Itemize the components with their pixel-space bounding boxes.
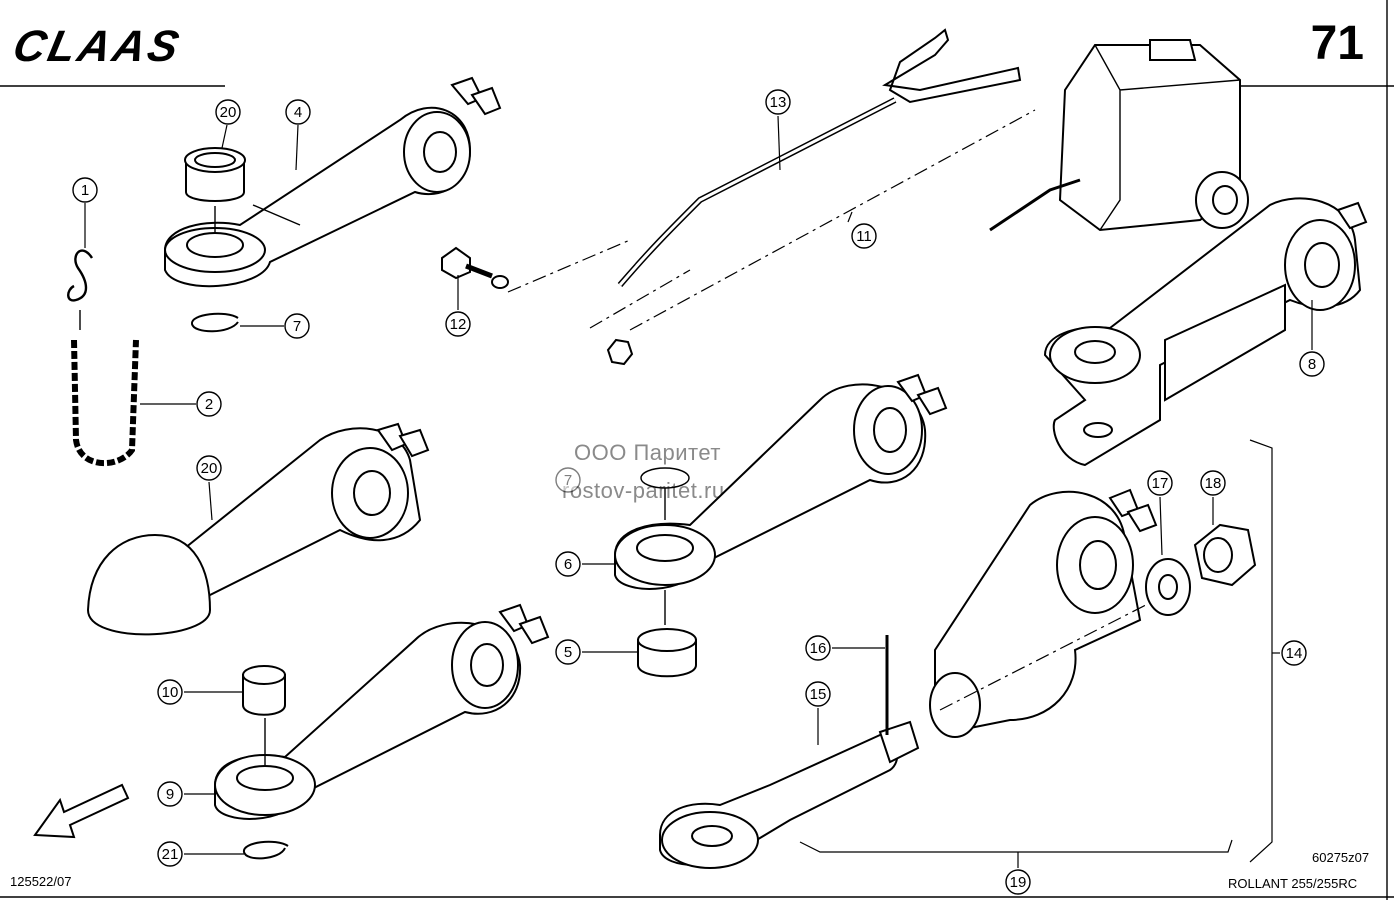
callout-13: 13: [765, 89, 791, 115]
svg-text:15: 15: [810, 686, 827, 703]
svg-text:21: 21: [162, 846, 179, 863]
callout-12: 12: [445, 311, 471, 337]
svg-text:11: 11: [856, 228, 872, 245]
svg-text:13: 13: [770, 94, 787, 111]
svg-text:8: 8: [1308, 356, 1316, 373]
svg-text:6: 6: [564, 556, 572, 573]
bushing-5: [637, 628, 697, 678]
svg-text:1: 1: [81, 182, 89, 199]
svg-text:14: 14: [1286, 645, 1303, 662]
callout-8: 8: [1299, 351, 1325, 377]
bushing-10: [242, 665, 286, 716]
svg-text:2: 2: [205, 396, 213, 413]
clevis-assembly-14: [929, 488, 1186, 738]
callout-18: 18: [1200, 470, 1226, 496]
callout-10: 10: [157, 679, 183, 705]
callout-7-top: 7: [284, 313, 310, 339]
drawing-code-left: 125522/07: [10, 874, 72, 889]
bracket-14: [1249, 439, 1273, 863]
watermark-company: ООО Паритет: [574, 440, 721, 465]
callout-11: 11: [851, 223, 877, 249]
retaining-ring-21: [243, 840, 289, 860]
svg-text:20: 20: [220, 104, 237, 121]
chain-2: [71, 339, 139, 466]
washer-17: [1145, 558, 1191, 616]
callout-4: 4: [285, 99, 311, 125]
tube-15: [659, 720, 920, 869]
callout-9: 9: [157, 781, 183, 807]
svg-text:18: 18: [1205, 475, 1222, 492]
callout-1: 1: [72, 177, 98, 203]
callout-20-top: 20: [215, 99, 241, 125]
nut-18: [1193, 523, 1257, 587]
callout-6: 6: [555, 551, 581, 577]
s-hook-1: [67, 249, 94, 302]
svg-text:20: 20: [201, 460, 218, 477]
drawbar-arm-6: [614, 373, 948, 625]
drawbar-arm-4: [164, 76, 502, 288]
retaining-ring-7: [191, 312, 239, 333]
leader-lines: [84, 115, 1313, 868]
direction-arrow-icon: [33, 783, 130, 839]
callout-19: 19: [1005, 869, 1031, 895]
callout-16: 16: [805, 635, 831, 661]
rod-13: [589, 28, 1036, 331]
drawbar-arm-with-cap-20: [86, 422, 430, 636]
callout-5: 5: [555, 639, 581, 665]
svg-text:17: 17: [1152, 475, 1169, 492]
svg-text:16: 16: [810, 640, 827, 657]
svg-text:4: 4: [294, 104, 302, 121]
svg-text:7: 7: [564, 472, 572, 489]
svg-text:5: 5: [564, 644, 572, 661]
callout-2: 2: [196, 391, 222, 417]
svg-text:12: 12: [450, 316, 467, 333]
callout-20-lower: 20: [196, 455, 222, 481]
drawing-code-right: 60275z07: [1312, 850, 1370, 865]
svg-text:10: 10: [162, 684, 179, 701]
bracket-19: [799, 839, 1233, 853]
svg-text:7: 7: [293, 318, 301, 335]
bushing-20-top: [184, 147, 246, 232]
svg-text:9: 9: [166, 786, 174, 803]
svg-text:19: 19: [1010, 874, 1027, 891]
nut-11: [606, 338, 634, 366]
callout-14: 14: [1281, 640, 1307, 666]
baler-machine-sketch: [989, 39, 1249, 232]
callout-21: 21: [157, 841, 183, 867]
drawbar-arm-9: [214, 603, 550, 820]
model-label: ROLLANT 255/255RC: [1228, 876, 1358, 891]
callout-15: 15: [805, 681, 831, 707]
drawbar-8: [1043, 197, 1368, 467]
callout-7-watermark: 7: [555, 467, 581, 493]
callout-17: 17: [1147, 470, 1173, 496]
page-number: 71: [1310, 17, 1364, 70]
bolt-12: [441, 239, 631, 293]
